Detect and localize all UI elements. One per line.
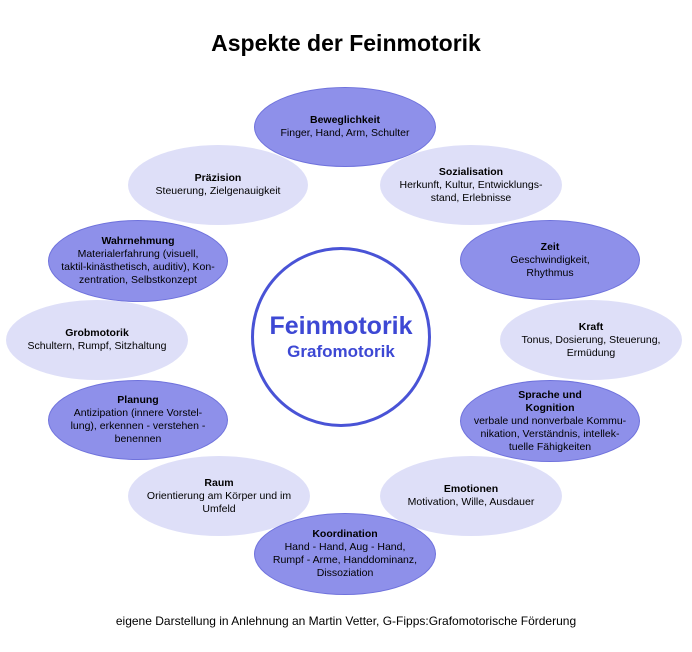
aspect-title: Präzision: [194, 172, 242, 184]
aspect-title: Zeit: [540, 240, 560, 253]
diagram-title: Aspekte der Feinmotorik: [211, 30, 481, 56]
aspect-title: Sozialisation: [438, 165, 504, 178]
center-circle: Feinmotorik Grafomotorik: [251, 247, 431, 427]
aspect-title: Koordination: [312, 528, 378, 540]
aspect-text: Hand - Hand, Aug - Hand, Rumpf - Arme, H…: [272, 541, 418, 579]
aspect-title: Sprache und Kognition: [518, 388, 582, 414]
aspect-text: Materialerfahrung (visuell, taktil-kinäs…: [61, 248, 215, 286]
aspect-grobmotorik: Grobmotorik Schultern, Rumpf, Sitzhaltun…: [6, 300, 188, 380]
aspect-title: Beweglichkeit: [309, 114, 381, 126]
aspect-title: Emotionen: [443, 483, 499, 495]
aspect-title: Grobmotorik: [65, 327, 129, 339]
aspect-kraft: Kraft Tonus, Dosierung, Steuerung, Ermüd…: [500, 300, 682, 380]
center-subtitle: Grafomotorik: [287, 341, 395, 361]
aspect-text: Finger, Hand, Arm, Schulter: [280, 127, 410, 139]
aspect-text: verbale und nonverbale Kommu- nikation, …: [473, 414, 627, 453]
aspect-beweglichkeit: Beweglichkeit Finger, Hand, Arm, Schulte…: [254, 87, 436, 167]
aspect-wahrnehmung: Wahrnehmung Materialerfahrung (visuell, …: [48, 220, 228, 302]
aspect-title: Planung: [117, 394, 159, 406]
aspect-text: Antizipation (innere Vorstel- lung), erk…: [70, 407, 206, 445]
aspect-praezision: Präzision Steuerung, Zielgenauigkeit: [128, 145, 308, 225]
aspect-sprache-kognition: Sprache und Kognition verbale und nonver…: [460, 380, 640, 462]
aspect-emotionen: Emotionen Motivation, Wille, Ausdauer: [380, 456, 562, 536]
aspect-text: Schultern, Rumpf, Sitzhaltung: [27, 340, 167, 352]
aspect-text: Herkunft, Kultur, Entwicklungs- stand, E…: [399, 178, 543, 204]
center-title: Feinmotorik: [269, 311, 413, 340]
aspect-raum: Raum Orientierung am Körper und im Umfel…: [128, 456, 310, 536]
aspect-text: Motivation, Wille, Ausdauer: [407, 496, 535, 508]
aspect-text: Steuerung, Zielgenauigkeit: [155, 185, 281, 197]
aspect-text: Orientierung am Körper und im Umfeld: [146, 489, 292, 515]
aspect-planung: Planung Antizipation (innere Vorstel- lu…: [48, 380, 228, 460]
aspect-koordination: Koordination Hand - Hand, Aug - Hand, Ru…: [254, 513, 436, 595]
aspect-sozialisation: Sozialisation Herkunft, Kultur, Entwickl…: [380, 145, 562, 225]
aspect-title: Kraft: [578, 320, 604, 333]
aspect-text: Tonus, Dosierung, Steuerung, Ermüdung: [521, 333, 661, 359]
aspect-title: Raum: [204, 476, 234, 489]
aspect-text: Geschwindigkeit, Rhythmus: [510, 253, 590, 279]
source-note: eigene Darstellung in Anlehnung an Marti…: [115, 614, 577, 628]
aspect-zeit: Zeit Geschwindigkeit, Rhythmus: [460, 220, 640, 300]
aspect-title: Wahrnehmung: [101, 235, 175, 247]
